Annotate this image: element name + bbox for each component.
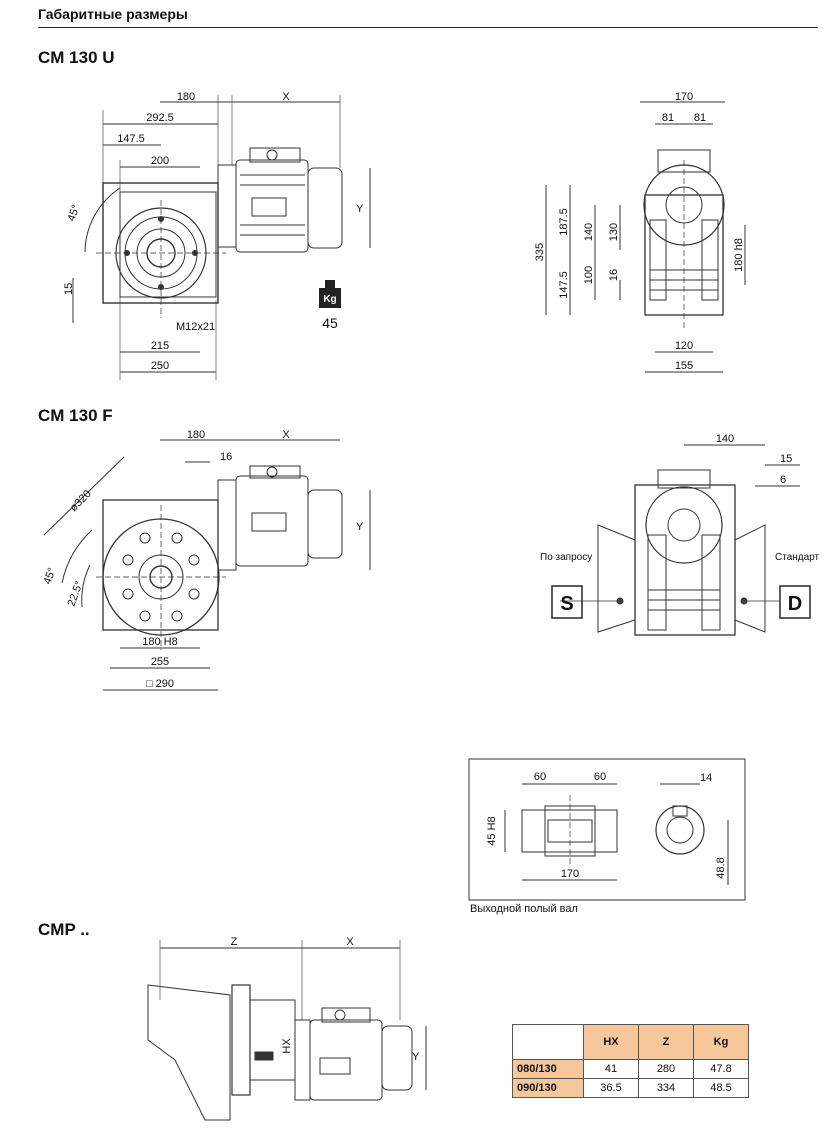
cmu-kg-label: Kg xyxy=(323,294,336,305)
cmp-view xyxy=(147,940,427,1121)
table-cell-hx: 41 xyxy=(583,1059,639,1079)
section-title-cmp: CMP .. xyxy=(38,920,90,939)
hollow-dim-170: 170 xyxy=(561,868,579,880)
cmu-dim-215: 215 xyxy=(151,340,169,352)
cmu-side-view xyxy=(545,101,746,373)
cmf-dim-16: 16 xyxy=(220,451,232,463)
cmf-dim-320: ø320 xyxy=(68,488,94,514)
table-header-z: Z xyxy=(638,1024,694,1060)
weight-icon xyxy=(319,280,341,308)
cmf-label-on-request: По запросу xyxy=(540,552,592,563)
cmf-dim-225: 22.5° xyxy=(66,580,86,608)
table-header-hx: HX xyxy=(583,1024,639,1060)
cmf-side-6: 6 xyxy=(780,474,786,486)
cmf-dim-x: X xyxy=(282,429,290,441)
cmu-dim-y: Y xyxy=(356,203,364,215)
cmf-front-view xyxy=(43,439,371,691)
cmf-dim-290: □ 290 xyxy=(146,678,174,690)
cmu-dim-x: X xyxy=(282,91,290,103)
cmu-dim-45deg: 45° xyxy=(66,203,83,223)
cmf-dim-y: Y xyxy=(356,521,364,533)
table-row: 080/130 41 280 47.8 xyxy=(512,1059,749,1079)
cmf-dim-180h8: 180 H8 xyxy=(142,636,177,648)
cmu-front-view xyxy=(72,95,371,380)
hollow-shaft-detail xyxy=(468,758,746,901)
cmu-dim-m12: M12x21 xyxy=(176,321,215,333)
hollow-dim-45h8: 45 H8 xyxy=(486,816,498,845)
hollow-shaft-caption: Выходной полый вал xyxy=(470,903,578,915)
hollow-dim-488: 48.8 xyxy=(715,857,727,878)
table-cell-hx: 36.5 xyxy=(583,1078,639,1098)
cmf-dim-180: 180 xyxy=(187,429,205,441)
cmf-side-view xyxy=(551,444,811,636)
cmu-side-180h8: 180 h8 xyxy=(733,238,745,272)
cmu-side-81b: 81 xyxy=(694,112,706,124)
cmu-side-170: 170 xyxy=(675,91,693,103)
cmu-dim-200: 200 xyxy=(151,155,169,167)
table-row-label: 080/130 xyxy=(512,1059,584,1079)
cmu-side-130: 130 xyxy=(608,223,620,241)
table-row-label: 090/130 xyxy=(512,1078,584,1098)
cmu-side-16: 16 xyxy=(608,269,620,281)
cmu-side-81a: 81 xyxy=(662,112,674,124)
cmp-dim-z: Z xyxy=(231,936,238,948)
cmf-side-15: 15 xyxy=(780,453,792,465)
cmu-dim-2925: 292.5 xyxy=(146,112,174,124)
cmu-side-140: 140 xyxy=(583,223,595,241)
table-row: 090/130 36.5 334 48.5 xyxy=(512,1078,749,1098)
cmp-dim-y: Y xyxy=(412,1051,420,1063)
cmf-d-marker: D xyxy=(788,593,802,615)
cmp-dim-hx: HX xyxy=(281,1038,293,1054)
hollow-dim-60b: 60 xyxy=(594,771,606,783)
table-cell-z: 334 xyxy=(638,1078,694,1098)
dimensions-table: HX Z Kg 080/130 41 280 47.8 090/130 36.5… xyxy=(512,1024,749,1098)
table-cell-kg: 48.5 xyxy=(693,1078,749,1098)
cmu-dim-1475: 147.5 xyxy=(117,133,145,145)
hollow-dim-60a: 60 xyxy=(534,771,546,783)
page-title: Габаритные размеры xyxy=(38,6,188,22)
cmf-dim-45deg: 45° xyxy=(42,566,59,586)
cmu-dim-15: 15 xyxy=(63,283,75,295)
cmf-s-marker: S xyxy=(560,593,573,615)
table-corner xyxy=(512,1024,584,1060)
table-header-kg: Kg xyxy=(693,1024,749,1060)
cmu-dim-180: 180 xyxy=(177,91,195,103)
cmp-dim-x: X xyxy=(346,936,354,948)
table-cell-kg: 47.8 xyxy=(693,1059,749,1079)
cmu-dim-250: 250 xyxy=(151,360,169,372)
cmu-weight: 45 xyxy=(322,315,338,331)
cmf-side-140: 140 xyxy=(716,433,734,445)
header-divider xyxy=(38,27,818,28)
cmu-side-155: 155 xyxy=(675,360,693,372)
section-title-cmu: CM 130 U xyxy=(38,48,115,67)
cmu-side-1475: 147.5 xyxy=(558,271,570,299)
cmf-label-standard: Стандарт xyxy=(775,552,820,563)
cmu-side-335: 335 xyxy=(534,243,546,261)
cmf-dim-255: 255 xyxy=(151,656,169,668)
cmu-side-1875: 187.5 xyxy=(558,208,570,236)
section-title-cmf: CM 130 F xyxy=(38,406,113,425)
hollow-dim-14: 14 xyxy=(700,772,712,784)
cmu-side-120: 120 xyxy=(675,340,693,352)
table-cell-z: 280 xyxy=(638,1059,694,1079)
cmu-side-100: 100 xyxy=(583,266,595,284)
